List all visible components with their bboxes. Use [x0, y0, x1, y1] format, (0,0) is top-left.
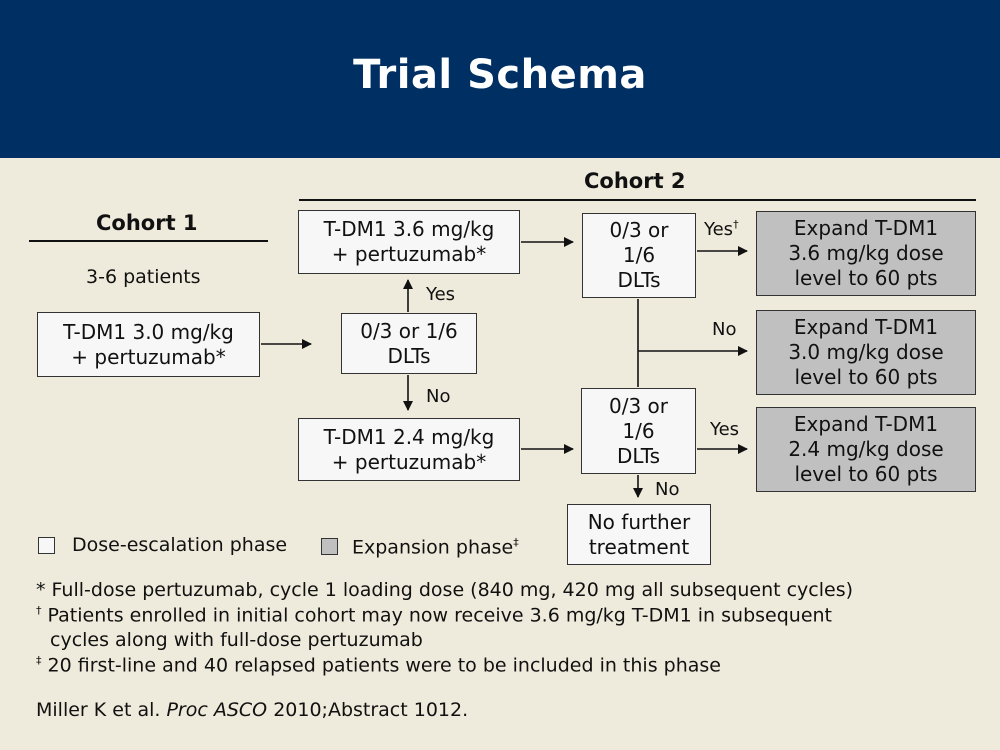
- box-line: T-DM1 3.0 mg/kg: [63, 319, 234, 344]
- box-line: 1/6: [622, 418, 655, 443]
- box-line: 3.0 mg/kg dose: [788, 340, 944, 364]
- box-line: Expand T-DM1: [793, 315, 939, 339]
- cohort-1-patients: 3-6 patients: [86, 266, 201, 288]
- footnote-text: Patients enrolled in initial cohort may …: [47, 604, 833, 627]
- box-line: DLTs: [387, 343, 431, 368]
- box-no-further: No further treatment: [567, 504, 711, 565]
- legend-label-expansion: Expansion phase‡: [352, 536, 519, 558]
- box-line: DLTs: [617, 268, 661, 292]
- box-line: + pertuzumab*: [331, 449, 487, 474]
- footnote-mark: ‡: [36, 654, 42, 667]
- box-line: T-DM1 2.4 mg/kg: [323, 424, 495, 449]
- box-line: 1/6: [622, 243, 656, 267]
- citation-journal: Proc ASCO: [166, 699, 268, 721]
- cohort-2-rule: [299, 199, 976, 201]
- box-line: 0/3 or 1/6: [360, 318, 458, 343]
- box-tdm1-3-6: T-DM1 3.6 mg/kg + pertuzumab*: [298, 210, 520, 274]
- label-yes-low: Yes: [710, 419, 740, 440]
- citation: Miller K et al. Proc ASCO 2010;Abstract …: [36, 699, 468, 721]
- label-yes-dagger: Yes†: [704, 218, 739, 240]
- legend-expansion-text: Expansion phase: [352, 536, 514, 559]
- box-line: No further: [587, 509, 691, 534]
- ddagger-mark: ‡: [513, 536, 519, 549]
- footnote-text: 20 first-line and 40 relapsed patients w…: [47, 654, 721, 677]
- box-expand-3-6: Expand T-DM1 3.6 mg/kg dose level to 60 …: [756, 211, 976, 296]
- box-line: 2.4 mg/kg dose: [788, 437, 944, 461]
- box-line: DLTs: [616, 443, 661, 468]
- citation-rest: 2010;Abstract 1012.: [273, 699, 469, 721]
- box-line: Expand T-DM1: [793, 216, 939, 240]
- box-line: 0/3 or: [608, 393, 668, 418]
- box-tdm1-2-4: T-DM1 2.4 mg/kg + pertuzumab*: [298, 418, 520, 481]
- box-line: + pertuzumab*: [71, 344, 226, 369]
- footnote-text: Full-dose pertuzumab, cycle 1 loading do…: [51, 579, 854, 601]
- box-line: level to 60 pts: [794, 462, 938, 486]
- label-no-mid: No: [712, 319, 737, 340]
- box-decision-high: 0/3 or 1/6 DLTs: [582, 213, 696, 298]
- box-expand-2-4: Expand T-DM1 2.4 mg/kg dose level to 60 …: [756, 407, 976, 492]
- cohort-2-heading: Cohort 2: [584, 169, 686, 193]
- box-line: treatment: [588, 534, 690, 559]
- box-line: + pertuzumab*: [331, 242, 487, 266]
- cohort-1-heading: Cohort 1: [96, 211, 198, 235]
- box-expand-3-0: Expand T-DM1 3.0 mg/kg dose level to 60 …: [756, 310, 976, 395]
- footnote-ddagger: ‡ 20 first-line and 40 relapsed patients…: [36, 654, 721, 676]
- label-no-down: No: [426, 386, 451, 407]
- legend-label-dose-escalation: Dose-escalation phase: [72, 534, 288, 556]
- box-line: 0/3 or: [609, 218, 669, 242]
- box-decision-low: 0/3 or 1/6 DLTs: [581, 388, 696, 474]
- box-line: 3.6 mg/kg dose: [788, 241, 944, 265]
- legend-swatch-expansion: [321, 538, 338, 555]
- box-line: Expand T-DM1: [793, 412, 939, 436]
- footnote-mark: *: [36, 579, 46, 601]
- box-line: T-DM1 3.6 mg/kg: [323, 217, 495, 241]
- footnote-asterisk: * Full-dose pertuzumab, cycle 1 loading …: [36, 579, 853, 601]
- box-decision-main: 0/3 or 1/6 DLTs: [341, 313, 477, 374]
- citation-authors: Miller K et al.: [36, 699, 161, 721]
- cohort-1-rule: [29, 240, 268, 242]
- label-yes-up: Yes: [426, 284, 456, 305]
- dagger-mark: †: [733, 218, 739, 231]
- footnote-dagger: † Patients enrolled in initial cohort ma…: [36, 604, 832, 626]
- label-yes-text: Yes: [704, 219, 734, 240]
- label-no-bottom: No: [655, 479, 680, 500]
- footnote-mark: †: [36, 604, 42, 617]
- box-tdm1-3-0: T-DM1 3.0 mg/kg + pertuzumab*: [37, 312, 260, 377]
- title-bar: [0, 0, 1000, 158]
- box-line: level to 60 pts: [794, 266, 938, 290]
- footnote-dagger-cont: cycles along with full-dose pertuzumab: [50, 629, 423, 651]
- box-line: level to 60 pts: [794, 365, 938, 389]
- legend-swatch-dose-escalation: [38, 537, 55, 554]
- slide-title: Trial Schema: [353, 52, 647, 98]
